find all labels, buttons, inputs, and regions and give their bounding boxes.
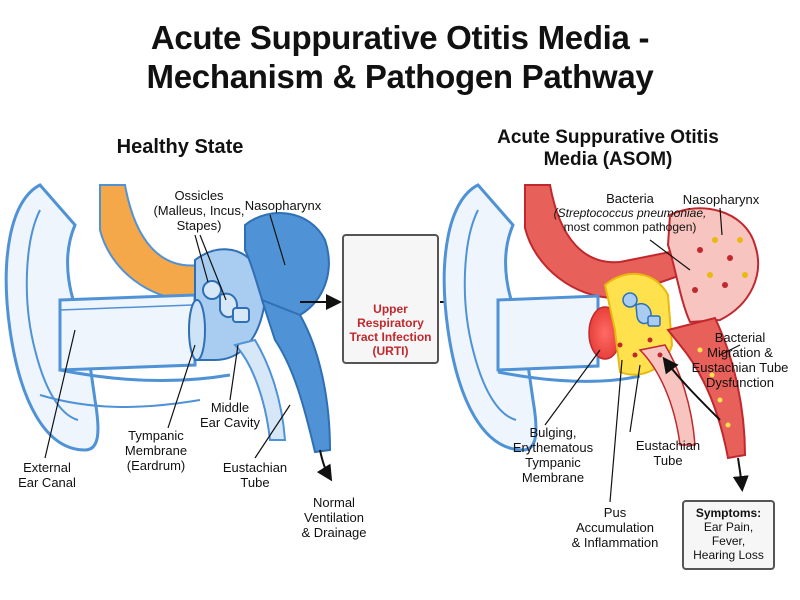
symptoms-box: Symptoms: Ear Pain, Fever, Hearing Loss [682, 500, 775, 570]
label-normal-ventilation: Normal Ventilation & Drainage [294, 495, 374, 540]
label-external-line2: Ear Canal [18, 475, 76, 490]
label-external-line1: External [23, 460, 71, 475]
asom-nasopharynx [666, 207, 760, 324]
label-bulging-line2: Erythematous [512, 440, 594, 455]
label-middle-ear: Middle Ear Cavity [190, 400, 270, 430]
label-tympanic-line2: Membrane [124, 443, 188, 458]
label-middle-ear-line2: Ear Cavity [200, 415, 260, 430]
label-bulging-line4: Membrane [521, 470, 585, 485]
healthy-nasopharynx [244, 212, 330, 322]
urti-line1: Upper [373, 302, 408, 316]
label-ossicles-line3: Stapes) [176, 218, 222, 233]
asom-ear-canal [496, 294, 600, 372]
label-eustachian-asom-line2: Tube [653, 453, 683, 468]
label-ossicles: Ossicles (Malleus, Incus, Stapes) [145, 188, 253, 233]
label-bacteria-line1: Bacteria [606, 191, 654, 206]
label-eustachian-asom-line1: Eustachian [635, 438, 701, 453]
asom-ossicles [622, 292, 661, 327]
asom-heading-line2: Media (ASOM) [543, 149, 673, 170]
label-pus-line1: Pus [603, 505, 627, 520]
asom-heading-line1: Acute Suppurative Otitis [497, 127, 719, 148]
symptom-line2: Fever, [711, 534, 746, 548]
bacteria-dots [617, 237, 748, 428]
label-nasopharynx-asom-line1: Nasopharynx [682, 192, 760, 207]
label-eustachian-healthy-line1: Eustachian [222, 460, 288, 475]
label-bacteria: Bacteria (Streptococcus pneumoniae, most… [545, 191, 715, 235]
urti-text: Upper Respiratory Tract Infection (URTI) [344, 302, 437, 358]
label-nasopharynx-asom: Nasopharynx [678, 192, 764, 207]
label-normal-line2: Ventilation [304, 510, 364, 525]
label-tympanic-line1: Tympanic [128, 428, 184, 443]
label-pus-line2: Accumulation [575, 520, 655, 535]
label-bacterial-migration: Bacterial Migration & Eustachian Tube Dy… [688, 330, 792, 390]
healthy-ear-canal [58, 293, 197, 372]
urti-line2: Respiratory [357, 316, 424, 330]
label-bulging-line1: Bulging, [529, 425, 577, 440]
label-tympanic-membrane: Tympanic Membrane (Eardrum) [118, 428, 194, 473]
urti-line4: (URTI) [372, 344, 409, 358]
healthy-tympanic-membrane [188, 299, 206, 361]
label-normal-line1: Normal [313, 495, 355, 510]
label-middle-ear-line1: Middle [210, 400, 250, 415]
label-migration-line3: Eustachian Tube [691, 360, 789, 375]
label-bacteria-line2: (Streptococcus pneumoniae, [553, 206, 707, 220]
symptom-line1: Ear Pain, [703, 520, 754, 534]
label-eustachian-healthy: Eustachian Tube [220, 460, 290, 490]
symptoms-heading: Symptoms: [695, 506, 762, 520]
label-pus-line3: & Inflammation [571, 535, 659, 550]
label-eustachian-healthy-line2: Tube [240, 475, 270, 490]
asom-leader-lines [544, 207, 749, 503]
asom-heading: Acute Suppurative Otitis Media (ASOM) [478, 127, 738, 171]
label-migration-line1: Bacterial [714, 330, 766, 345]
label-bulging-tympanic: Bulging, Erythematous Tympanic Membrane [510, 425, 596, 485]
healthy-leader-lines [44, 214, 342, 482]
label-tympanic-line3: (Eardrum) [126, 458, 186, 473]
label-pus-accumulation: Pus Accumulation & Inflammation [565, 505, 665, 550]
label-bacteria-line3: most common pathogen) [563, 220, 697, 234]
asom-ear-illustration [442, 183, 760, 460]
healthy-state-heading: Healthy State [116, 136, 244, 158]
healthy-ossicles [202, 280, 250, 323]
urti-line3: Tract Infection [349, 330, 432, 344]
label-eustachian-asom: Eustachian Tube [632, 438, 704, 468]
label-nasopharynx-healthy-line1: Nasopharynx [244, 198, 322, 213]
label-migration-line4: Dysfunction [706, 375, 774, 390]
diagram-title-line1: Acute Suppurative Otitis Media - [150, 19, 650, 56]
urti-box: Upper Respiratory Tract Infection (URTI) [342, 234, 439, 364]
asom-eustachian-tube [666, 316, 747, 460]
healthy-eustachian-tube [260, 298, 332, 454]
label-ossicles-line1: Ossicles [174, 188, 224, 203]
label-bulging-line3: Tympanic [525, 455, 581, 470]
label-migration-line2: Migration & [707, 345, 773, 360]
label-external-ear-canal: External Ear Canal [14, 460, 80, 490]
symptom-line3: Hearing Loss [693, 548, 764, 562]
label-nasopharynx-healthy: Nasopharynx [240, 198, 326, 213]
label-normal-line3: & Drainage [301, 525, 367, 540]
healthy-ear-illustration [4, 183, 332, 454]
label-ossicles-line2: (Malleus, Incus, [153, 203, 245, 218]
diagram-title-line2: Mechanism & Pathogen Pathway [146, 58, 654, 95]
